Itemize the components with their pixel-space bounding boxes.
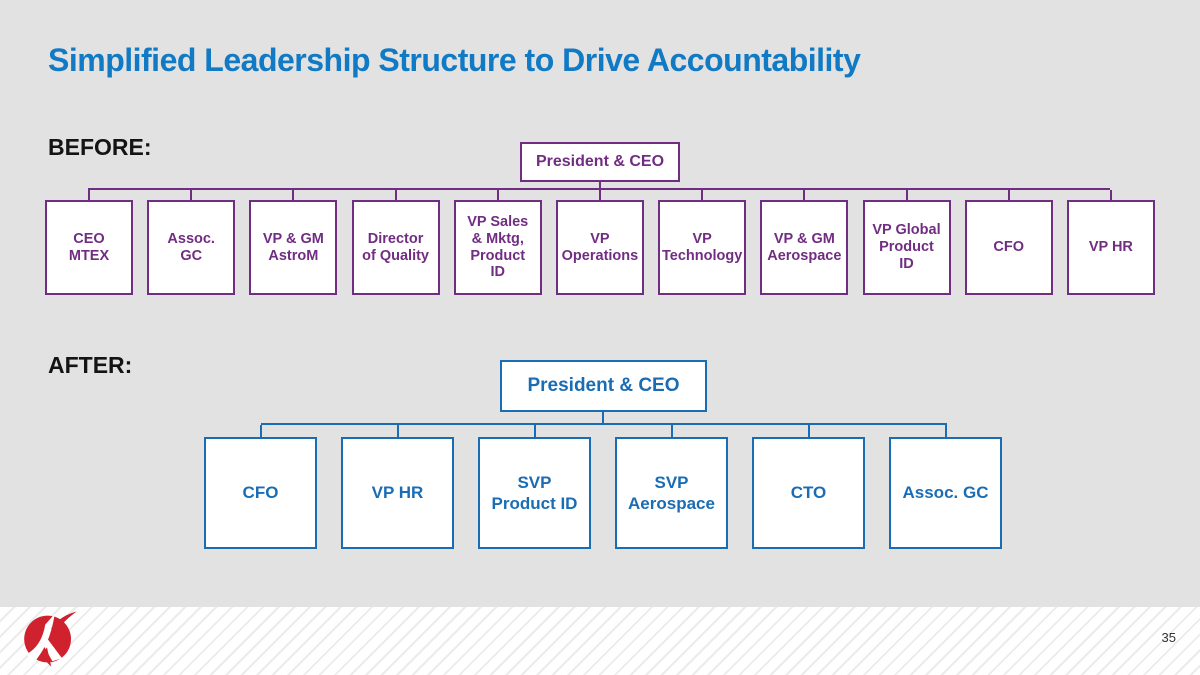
org-box-cell: VP Global Product ID (862, 190, 951, 295)
org-box-cell: CFO (204, 425, 317, 549)
org-box-cell: VP Sales & Mktg, Product ID (453, 190, 542, 295)
org-box: CEO MTEX (45, 200, 133, 295)
connector-line (533, 425, 536, 437)
org-box-label: VP Global Product ID (872, 222, 941, 272)
org-box-label: VP & GM Aerospace (767, 230, 842, 264)
connector-line (701, 190, 704, 200)
org-box: SVP Aerospace (615, 437, 728, 549)
org-box: Director of Quality (351, 200, 440, 295)
connector-line (905, 190, 908, 200)
after-children-row: CFO VP HR SVP Product ID SVP Aerospace C… (204, 425, 1002, 549)
connector-line (598, 190, 601, 200)
connector-line (88, 190, 90, 200)
org-box: VP Global Product ID (862, 200, 951, 295)
org-box: Assoc. GC (147, 200, 236, 295)
org-box-label: CFO (242, 483, 279, 503)
org-box: VP HR (1066, 200, 1155, 295)
before-section-label: BEFORE: (48, 134, 152, 160)
page-number: 35 (1161, 630, 1176, 645)
connector-line (944, 425, 947, 437)
connector-line (396, 425, 399, 437)
footer-stripe-band (0, 607, 1200, 675)
before-bus-line (88, 188, 1110, 190)
org-box-cell: VP HR (1066, 190, 1155, 295)
org-box: VP HR (341, 437, 454, 549)
connector-line (670, 425, 673, 437)
after-root-connector (602, 412, 604, 423)
before-children-row: CEO MTEX Assoc. GC VP & GM AstroM Direct… (45, 190, 1155, 295)
org-box: VP & GM Aerospace (760, 200, 849, 295)
org-box: CFO (964, 200, 1053, 295)
org-box-cell: CTO (752, 425, 865, 549)
org-box: VP Operations (555, 200, 644, 295)
org-box-label: VP Sales & Mktg, Product ID (467, 213, 529, 281)
connector-line (807, 425, 810, 437)
org-box-cell: CEO MTEX (45, 190, 133, 295)
org-box-label: CEO MTEX (68, 230, 110, 264)
connector-line (496, 190, 499, 200)
org-box-cell: SVP Aerospace (615, 425, 728, 549)
org-box-label: VP Technology (661, 230, 743, 264)
org-box-cell: VP Operations (555, 190, 644, 295)
connector-line (259, 425, 262, 437)
org-box-label: CTO (790, 483, 827, 503)
org-box-label: SVP Aerospace (628, 472, 715, 513)
org-box-label: VP & GM AstroM (262, 230, 324, 264)
org-box: VP Sales & Mktg, Product ID (453, 200, 542, 295)
after-section-label: AFTER: (48, 352, 133, 378)
org-box-label: SVP Product ID (491, 472, 578, 513)
slide-title: Simplified Leadership Structure to Drive… (48, 42, 861, 78)
org-box: CTO (752, 437, 865, 549)
connector-line (190, 190, 193, 200)
connector-line (803, 190, 806, 200)
before-root-box: President & CEO (520, 142, 680, 182)
org-box-label: Assoc. GC (167, 230, 215, 264)
org-box-cell: VP & GM AstroM (249, 190, 338, 295)
org-box-cell: VP Technology (658, 190, 747, 295)
org-box-cell: VP & GM Aerospace (760, 190, 849, 295)
org-box: SVP Product ID (478, 437, 591, 549)
org-box-label: VP HR (1088, 239, 1133, 256)
org-box-label: VP HR (371, 483, 424, 503)
before-root-connector (599, 182, 601, 190)
org-box: VP & GM AstroM (249, 200, 338, 295)
connector-line (1109, 190, 1112, 200)
after-bus-line (261, 423, 947, 425)
connector-line (394, 190, 397, 200)
org-box-cell: CFO (964, 190, 1053, 295)
org-box-cell: VP HR (341, 425, 454, 549)
connector-line (292, 190, 295, 200)
org-box: Assoc. GC (889, 437, 1002, 549)
after-root-label: President & CEO (527, 375, 680, 396)
before-root-label: President & CEO (535, 153, 665, 170)
org-box-cell: Assoc. GC (147, 190, 236, 295)
org-box-label: CFO (993, 239, 1024, 256)
org-box-label: Assoc. GC (902, 483, 989, 503)
org-box-label: VP Operations (561, 230, 639, 264)
org-box: CFO (204, 437, 317, 549)
company-logo-icon (24, 611, 77, 667)
org-box-cell: Assoc. GC (889, 425, 1002, 549)
connector-line (1007, 190, 1010, 200)
org-box: VP Technology (658, 200, 747, 295)
org-box-cell: Director of Quality (351, 190, 440, 295)
org-box-label: Director of Quality (362, 230, 429, 264)
org-box-cell: SVP Product ID (478, 425, 591, 549)
after-root-box: President & CEO (500, 360, 707, 412)
